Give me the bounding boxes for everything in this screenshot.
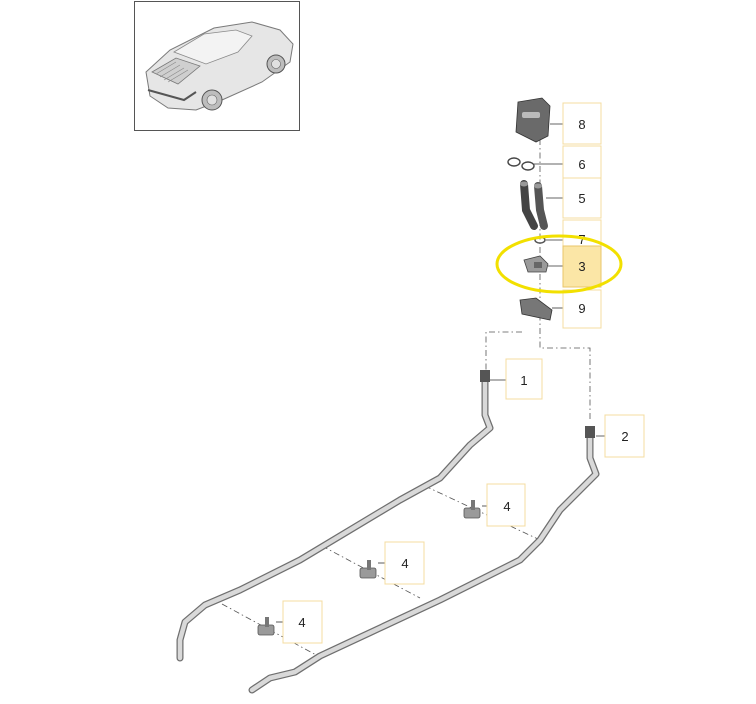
part-4-clip[interactable]: [359, 560, 377, 579]
svg-text:4: 4: [401, 556, 408, 571]
pipe-2-end-cap: [585, 426, 595, 438]
svg-text:1: 1: [520, 373, 527, 388]
part-4-clip[interactable]: [463, 500, 481, 519]
callout-4[interactable]: 4: [482, 483, 526, 527]
part-1-pipe[interactable]: [176, 370, 494, 662]
svg-text:6: 6: [578, 157, 585, 172]
part-9-bracket[interactable]: [519, 297, 553, 321]
svg-text:4: 4: [298, 615, 305, 630]
callout-2[interactable]: 2: [596, 414, 645, 458]
car-rear-view-icon: [145, 21, 294, 111]
part-6-clamp[interactable]: [507, 157, 535, 171]
part-2-pipe[interactable]: [248, 426, 600, 694]
callout-7[interactable]: 7: [546, 219, 602, 247]
callout-4[interactable]: 4: [378, 541, 425, 585]
callout-6[interactable]: 6: [534, 145, 602, 181]
part-4-clip[interactable]: [257, 617, 275, 636]
pipe-1-end-cap: [480, 370, 490, 382]
svg-text:9: 9: [578, 301, 585, 316]
svg-text:3: 3: [578, 259, 585, 274]
callout-3[interactable]: 3: [548, 245, 602, 288]
part-3-connector[interactable]: [523, 255, 549, 273]
callout-4[interactable]: 4: [276, 600, 323, 644]
svg-text:5: 5: [578, 191, 585, 206]
callout-5[interactable]: 5: [546, 177, 602, 219]
svg-text:7: 7: [578, 232, 585, 247]
svg-text:4: 4: [503, 499, 510, 514]
svg-text:2: 2: [621, 429, 628, 444]
vehicle-thumbnail[interactable]: [134, 1, 300, 131]
part-5-hose[interactable]: [520, 180, 548, 230]
part-8-cover[interactable]: [515, 97, 551, 143]
svg-text:8: 8: [578, 117, 585, 132]
selection-highlight-ring: [495, 234, 623, 294]
callout-1[interactable]: 1: [490, 358, 543, 400]
callout-8[interactable]: 8: [550, 102, 602, 145]
callout-9[interactable]: 9: [552, 289, 602, 329]
